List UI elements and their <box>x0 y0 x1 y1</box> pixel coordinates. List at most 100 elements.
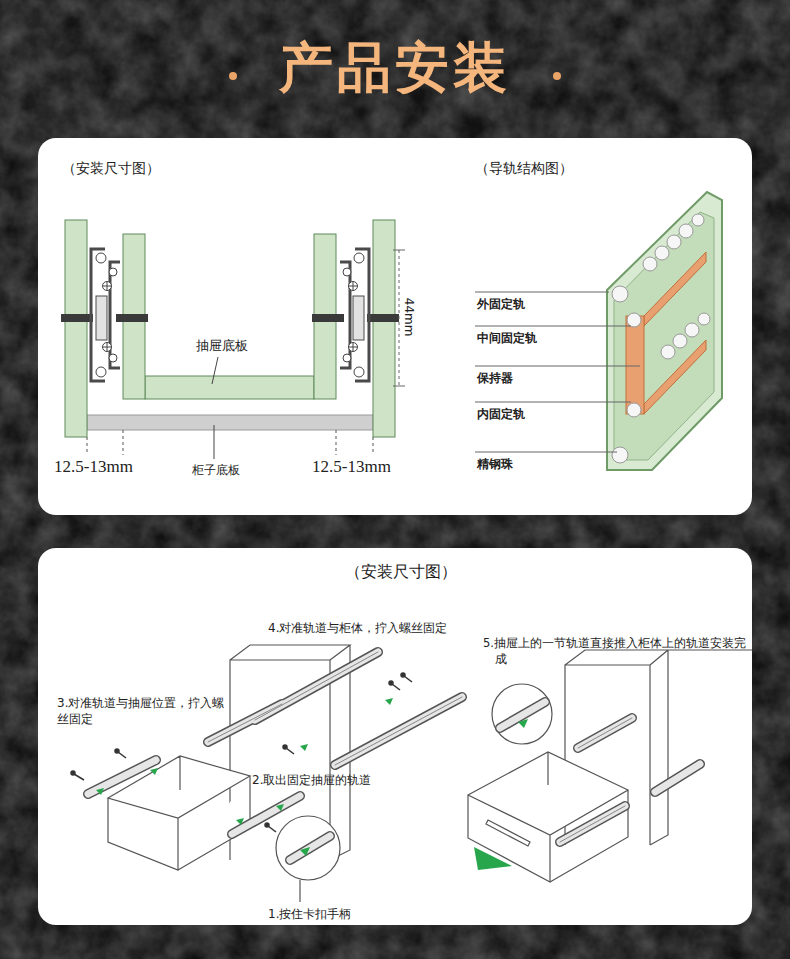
cabinet-bottom <box>87 415 373 430</box>
ball <box>109 354 117 362</box>
screw <box>392 684 400 690</box>
ball <box>627 403 641 417</box>
step-note: 5.抽屉上的一节轨道直接推入柜体上的轨道安装完成 <box>483 636 757 667</box>
drawer-bottom <box>145 376 314 399</box>
rail-center-part <box>335 697 462 765</box>
ball <box>655 246 669 260</box>
part-label: 外固定轨 <box>477 296 525 312</box>
rail-outline-part <box>255 652 378 720</box>
install-steps <box>108 645 752 902</box>
cabinet <box>565 650 752 845</box>
ball <box>96 253 106 263</box>
rail-outline-part <box>500 702 545 728</box>
screw-cross <box>103 343 112 352</box>
screws-part <box>283 745 287 749</box>
push-arrow <box>474 847 512 870</box>
balls <box>612 214 710 463</box>
part-label: 内固定轨 <box>477 406 525 422</box>
rail-fill-part <box>88 760 156 794</box>
screw <box>286 748 294 754</box>
screw-cross <box>103 282 112 291</box>
ball <box>698 313 710 325</box>
part-label: 精钢珠 <box>477 456 513 472</box>
screw-head <box>103 282 112 291</box>
rails <box>88 652 700 860</box>
green-arrows-part <box>300 744 308 751</box>
rail-outline-part <box>290 836 330 860</box>
screw <box>268 826 276 832</box>
page-title: 产品安装 <box>0 36 790 101</box>
screws-part <box>401 673 405 677</box>
screw <box>61 314 93 322</box>
ball <box>643 257 657 271</box>
green-arrows-part <box>276 804 284 811</box>
retainer <box>644 252 706 326</box>
drawer <box>468 752 628 882</box>
green-arrows-part <box>385 698 393 705</box>
step-note: 2.取出固定抽屉的轨道 <box>252 772 371 788</box>
screws-part <box>115 749 119 753</box>
inner-rail <box>110 262 120 368</box>
rail-structure <box>475 192 722 470</box>
zoom-circle <box>276 816 340 880</box>
part-label: 中间固定轨 <box>477 330 537 346</box>
ball <box>612 286 628 302</box>
panel <box>38 138 752 515</box>
green-arrows-part <box>518 719 528 728</box>
ball <box>673 334 687 348</box>
part-label: 柜子底板 <box>192 462 240 478</box>
ball <box>96 367 106 377</box>
panel-heading: （导轨结构图） <box>475 160 573 177</box>
rail-fill-part <box>335 697 462 765</box>
rail-center-part <box>255 652 378 720</box>
rail-fill-part <box>560 806 625 842</box>
drawer-handle <box>486 820 530 846</box>
rail-outline-part <box>232 796 300 834</box>
rail-fill <box>88 652 700 860</box>
panel <box>38 548 752 925</box>
cross-section <box>61 220 405 459</box>
step-note: 3.对准轨道与抽屉位置，拧入螺丝固定 <box>57 695 229 727</box>
rail-fill-part <box>232 796 300 834</box>
dimension-label: 12.5-13mm <box>54 456 133 479</box>
rail-outline-part <box>88 760 156 794</box>
rail-fill-part <box>255 652 378 720</box>
rail-outline-part <box>655 764 700 792</box>
part-label: 保持器 <box>477 370 513 386</box>
ball <box>685 323 699 337</box>
step-note: 4.对准轨道与柜体，拧入螺丝固定 <box>268 620 447 636</box>
green-arrows-part <box>236 818 244 825</box>
rail-outline-part <box>578 718 632 748</box>
green-arrows <box>96 698 528 870</box>
rail-center-part <box>578 718 632 748</box>
leader-line <box>299 880 300 902</box>
screw-head <box>103 343 112 352</box>
outer-rail <box>607 192 722 470</box>
screws-part <box>71 771 75 775</box>
middle-rail <box>96 296 107 340</box>
rail-fill-part <box>500 702 545 728</box>
green-arrows-part <box>300 847 310 856</box>
part-label: 抽屉底板 <box>196 337 248 355</box>
screws-part <box>389 681 393 685</box>
leader-line <box>212 357 218 384</box>
title-dot <box>229 72 237 80</box>
ball <box>692 214 704 226</box>
rail-face <box>614 212 714 460</box>
slide-profile <box>312 249 399 381</box>
rail-fill-part <box>290 836 330 860</box>
ball <box>661 345 675 359</box>
ball <box>679 224 693 238</box>
rail-fill-part <box>655 764 700 792</box>
screws-part <box>265 823 269 827</box>
leader-line <box>214 425 215 459</box>
green-arrows-part <box>96 788 104 795</box>
middle-rail <box>626 316 644 414</box>
rail-outline <box>88 652 700 860</box>
rail-outline-part <box>560 806 625 842</box>
dimension-line <box>87 430 373 455</box>
